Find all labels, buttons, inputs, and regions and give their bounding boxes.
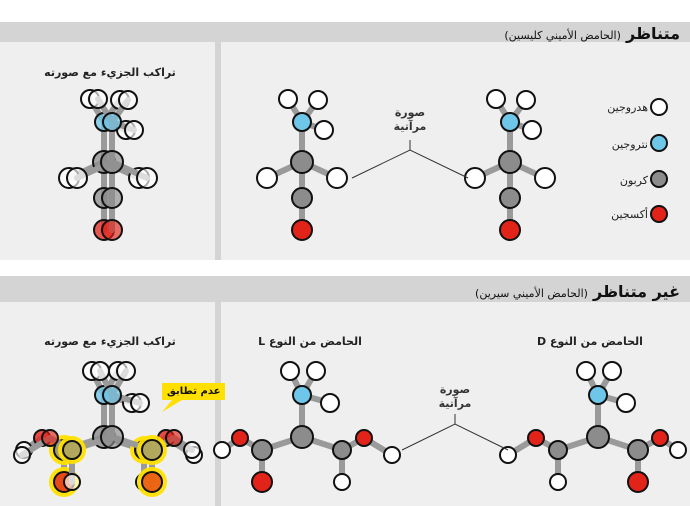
top-title: متناظر xyxy=(626,24,680,43)
glycine-left-carbon-atom xyxy=(290,150,314,174)
glycine-overlay-b-hydrogen-atom xyxy=(66,167,88,189)
serine-overlay-b-carbon-atom xyxy=(62,440,82,460)
glycine-left-hydrogen-atom xyxy=(326,167,348,189)
glycine-left-hydrogen-atom xyxy=(278,89,298,109)
bottom-header: غير متناظر (الحامض الأميني سيرين) xyxy=(475,282,680,301)
glycine-right-hydrogen-atom xyxy=(464,167,486,189)
legend-carbon-label: كربون xyxy=(619,174,648,187)
legend-nitrogen-label: نتروجين xyxy=(611,138,648,151)
legend-hydrogen-label: هدروجين xyxy=(607,101,648,114)
d-serine-hydrogen-atom xyxy=(549,473,567,491)
mismatch-callout: عدم تطابق xyxy=(162,383,226,400)
glycine-overlay-b-oxygen-atom xyxy=(101,219,123,241)
d-serine-oxygen-atom xyxy=(527,429,545,447)
l-serine-hydrogen-atom xyxy=(306,361,326,381)
legend-carbon-swatch xyxy=(650,170,668,188)
glycine-right-hydrogen-atom xyxy=(516,90,536,110)
legend-nitrogen-swatch xyxy=(650,134,668,152)
l-serine-carbon-atom xyxy=(251,439,273,461)
d-serine-hydrogen-atom xyxy=(576,361,596,381)
bottom-mirror-line2: مرآتية xyxy=(438,397,472,410)
bottom-overlay-label: تراكب الجزيء مع صورته xyxy=(44,335,176,348)
serine-overlay-b-carbon-atom xyxy=(100,425,124,449)
l-serine-hydrogen-atom xyxy=(383,446,401,464)
bottom-mirror-label: صورة مرآتية xyxy=(430,383,480,411)
d-serine-carbon-atom xyxy=(586,425,610,449)
serine-overlay-b-nitrogen-atom xyxy=(102,385,122,405)
l-type-label: الحامض من النوع L xyxy=(258,335,362,348)
serine-overlay-b-hydrogen-atom xyxy=(90,361,110,381)
glycine-left-carbon-atom xyxy=(291,187,313,209)
l-serine-carbon-atom xyxy=(332,440,352,460)
glycine-overlay-b-hydrogen-atom xyxy=(124,120,144,140)
glycine-left-oxygen-atom xyxy=(291,219,313,241)
glycine-left-nitrogen-atom xyxy=(292,112,312,132)
glycine-left-hydrogen-atom xyxy=(314,120,334,140)
l-serine-hydrogen-atom xyxy=(280,361,300,381)
serine-overlay-b-oxygen-atom xyxy=(41,429,59,447)
legend-oxygen-swatch xyxy=(650,205,668,223)
l-serine-oxygen-atom xyxy=(355,429,373,447)
bottom-mirror-connector xyxy=(401,423,509,451)
l-serine-oxygen-atom xyxy=(251,471,273,493)
glycine-overlay-b-hydrogen-atom xyxy=(136,167,158,189)
glycine-right-hydrogen-atom xyxy=(522,120,542,140)
glycine-right-oxygen-atom xyxy=(499,219,521,241)
l-serine-nitrogen-atom xyxy=(292,385,312,405)
glycine-overlay-b-nitrogen-atom xyxy=(102,112,122,132)
bottom-mirror-line1: صورة xyxy=(439,383,471,396)
serine-overlay-b-oxygen-atom xyxy=(141,471,163,493)
legend-hydrogen-swatch xyxy=(650,98,668,116)
serine-overlay-b-hydrogen-atom xyxy=(130,393,150,413)
molecule-layer xyxy=(13,89,687,497)
l-serine-hydrogen-atom xyxy=(213,441,231,459)
glycine-overlay-b-hydrogen-atom xyxy=(118,90,138,110)
top-overlay-label: تراكب الجزيء مع صورته xyxy=(44,66,176,79)
glycine-overlay-b-hydrogen-atom xyxy=(88,89,108,109)
l-serine-oxygen-atom xyxy=(231,429,249,447)
bottom-title: غير متناظر xyxy=(593,282,680,301)
d-serine-hydrogen-atom xyxy=(602,361,622,381)
top-mirror-line2: مرآتية xyxy=(393,120,427,133)
top-header: متناظر (الحامض الأميني كليسين) xyxy=(504,24,680,43)
d-serine-hydrogen-atom xyxy=(499,446,517,464)
l-serine-carbon-atom xyxy=(290,425,314,449)
serine-overlay-b-carbon-atom xyxy=(141,439,163,461)
callout-pointer xyxy=(162,400,182,412)
d-serine-carbon-atom xyxy=(627,439,649,461)
l-serine-hydrogen-atom xyxy=(333,473,351,491)
d-serine-hydrogen-atom xyxy=(616,393,636,413)
d-serine-nitrogen-atom xyxy=(588,385,608,405)
glycine-overlay-b-carbon-atom xyxy=(100,150,124,174)
top-mirror-line1: صورة xyxy=(394,106,426,119)
bottom-subtitle: (الحامض الأميني سيرين) xyxy=(475,287,588,300)
glycine-left-hydrogen-atom xyxy=(256,167,278,189)
d-serine-hydrogen-atom xyxy=(669,441,687,459)
d-serine-carbon-atom xyxy=(548,440,568,460)
glycine-right-carbon-atom xyxy=(499,187,521,209)
top-mirror-label: صورة مرآتية xyxy=(385,106,435,134)
top-subtitle: (الحامض الأميني كليسين) xyxy=(504,29,621,42)
glycine-right-nitrogen-atom xyxy=(500,112,520,132)
serine-overlay-b-hydrogen-atom xyxy=(63,473,81,491)
glycine-left-hydrogen-atom xyxy=(308,90,328,110)
serine-overlay-b-hydrogen-atom xyxy=(116,361,136,381)
glycine-right-hydrogen-atom xyxy=(486,89,506,109)
d-type-label: الحامض من النوع D xyxy=(537,335,643,348)
glycine-overlay-b-carbon-atom xyxy=(101,187,123,209)
top-mirror-connector xyxy=(351,149,469,179)
glycine-right-carbon-atom xyxy=(498,150,522,174)
serine-overlay-b-oxygen-atom xyxy=(165,429,183,447)
serine-overlay-b-hydrogen-atom xyxy=(183,441,201,459)
l-serine-hydrogen-atom xyxy=(320,393,340,413)
glycine-right-hydrogen-atom xyxy=(534,167,556,189)
legend-oxygen-label: أكسجين xyxy=(611,208,648,221)
serine-overlay-b-hydrogen-atom xyxy=(13,446,31,464)
d-serine-oxygen-atom xyxy=(651,429,669,447)
d-serine-oxygen-atom xyxy=(627,471,649,493)
